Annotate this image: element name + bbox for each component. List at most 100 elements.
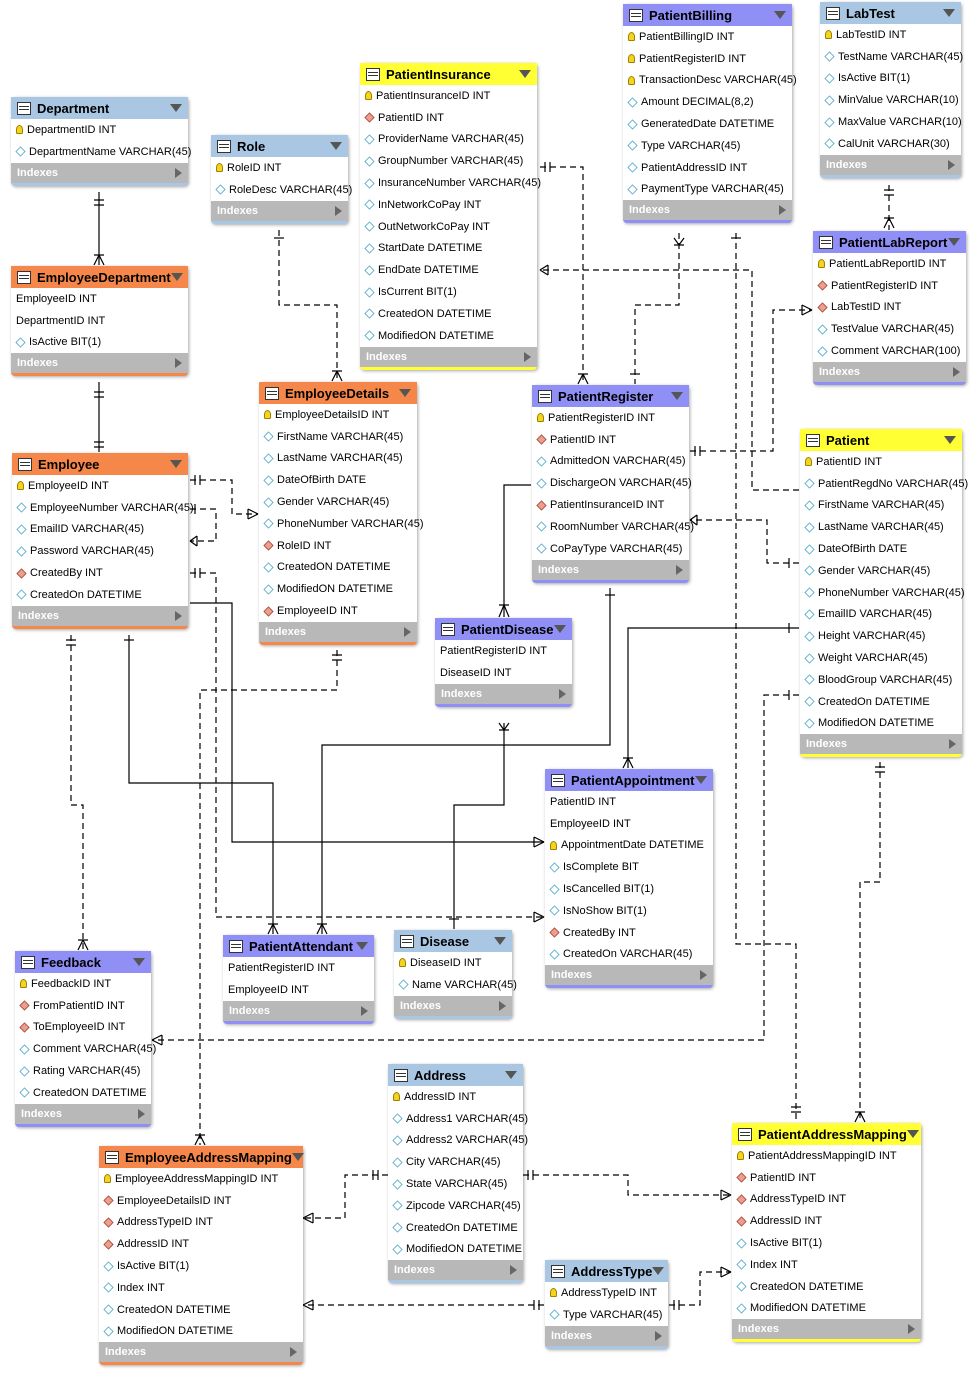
- column-row[interactable]: PatientInsuranceID INT: [532, 494, 689, 516]
- triangle-right-icon[interactable]: [290, 1347, 297, 1358]
- column-row[interactable]: Index INT: [732, 1254, 921, 1276]
- column-row[interactable]: FirstName VARCHAR(45): [800, 495, 962, 517]
- column-row[interactable]: MinValue VARCHAR(10): [820, 89, 961, 111]
- column-row[interactable]: Amount DECIMAL(8,2): [623, 91, 792, 113]
- column-row[interactable]: Comment VARCHAR(45): [15, 1038, 156, 1060]
- triangle-right-icon[interactable]: [779, 205, 786, 216]
- table-header[interactable]: EmployeeDetails: [259, 382, 417, 404]
- column-row[interactable]: IsActive BIT(1): [820, 68, 961, 90]
- column-row[interactable]: Gender VARCHAR(45): [259, 491, 417, 513]
- caret-down-icon[interactable]: [170, 104, 182, 112]
- column-row[interactable]: GroupNumber VARCHAR(45): [360, 150, 537, 172]
- column-row[interactable]: ModifiedON DATETIME: [388, 1239, 523, 1261]
- column-row[interactable]: EmployeeDetailsID INT: [99, 1190, 303, 1212]
- column-row[interactable]: IsActive BIT(1): [732, 1232, 921, 1254]
- triangle-right-icon[interactable]: [175, 167, 182, 178]
- triangle-right-icon[interactable]: [655, 1330, 662, 1341]
- column-row[interactable]: DepartmentID INT: [11, 310, 188, 332]
- indexes-section[interactable]: Indexes: [394, 995, 512, 1016]
- indexes-section[interactable]: Indexes: [545, 965, 713, 986]
- column-row[interactable]: Name VARCHAR(45): [394, 974, 517, 996]
- column-row[interactable]: AdmittedON VARCHAR(45): [532, 451, 689, 473]
- column-row[interactable]: PatientRegisterID INT: [623, 48, 792, 70]
- indexes-section[interactable]: Indexes: [15, 1103, 151, 1124]
- column-row[interactable]: EmployeeID INT: [223, 979, 374, 1001]
- indexes-section[interactable]: Indexes: [800, 734, 962, 755]
- column-row[interactable]: CreatedBy INT: [545, 922, 713, 944]
- column-row[interactable]: DepartmentID INT: [11, 119, 188, 141]
- column-row[interactable]: AddressTypeID INT: [545, 1282, 668, 1304]
- column-row[interactable]: StartDate DATETIME: [360, 238, 537, 260]
- indexes-section[interactable]: Indexes: [223, 1000, 374, 1021]
- column-row[interactable]: LabTestID INT: [820, 24, 961, 46]
- column-row[interactable]: CreatedOn DATETIME: [388, 1217, 523, 1239]
- column-row[interactable]: CreatedON DATETIME: [15, 1082, 151, 1104]
- column-row[interactable]: IsActive BIT(1): [99, 1255, 303, 1277]
- triangle-right-icon[interactable]: [949, 739, 956, 750]
- column-row[interactable]: EmployeeID INT: [12, 475, 188, 497]
- column-row[interactable]: IsCurrent BIT(1): [360, 281, 537, 303]
- column-row[interactable]: RoleID INT: [259, 535, 417, 557]
- column-row[interactable]: EmployeeID INT: [11, 288, 188, 310]
- column-row[interactable]: EmployeeDetailsID INT: [259, 404, 417, 426]
- table-header[interactable]: AddressType: [545, 1260, 668, 1282]
- column-row[interactable]: RoomNumber VARCHAR(45): [532, 516, 694, 538]
- caret-down-icon[interactable]: [774, 11, 786, 19]
- column-row[interactable]: PhoneNumber VARCHAR(45): [259, 513, 424, 535]
- column-row[interactable]: IsComplete BIT: [545, 856, 713, 878]
- triangle-right-icon[interactable]: [953, 366, 960, 377]
- table-header[interactable]: PatientDisease: [435, 618, 572, 640]
- column-row[interactable]: DateOfBirth DATE: [259, 469, 417, 491]
- triangle-right-icon[interactable]: [700, 970, 707, 981]
- indexes-section[interactable]: Indexes: [99, 1342, 303, 1363]
- column-row[interactable]: PatientAddressID INT: [623, 157, 792, 179]
- indexes-section[interactable]: Indexes: [388, 1260, 523, 1281]
- table-header[interactable]: Role: [211, 135, 348, 157]
- column-row[interactable]: EmailID VARCHAR(45): [12, 519, 188, 541]
- column-row[interactable]: ToEmployeeID INT: [15, 1017, 151, 1039]
- column-row[interactable]: PatientBillingID INT: [623, 26, 792, 48]
- column-row[interactable]: EmployeeAddressMappingID INT: [99, 1168, 303, 1190]
- column-row[interactable]: LabTestID INT: [813, 297, 966, 319]
- table-header[interactable]: Employee: [12, 453, 188, 475]
- indexes-section[interactable]: Indexes: [545, 1325, 668, 1346]
- caret-down-icon[interactable]: [519, 70, 531, 78]
- caret-down-icon[interactable]: [494, 937, 506, 945]
- caret-down-icon[interactable]: [399, 389, 411, 397]
- column-row[interactable]: PatientID INT: [800, 451, 962, 473]
- column-row[interactable]: InNetworkCoPay INT: [360, 194, 537, 216]
- caret-down-icon[interactable]: [170, 460, 182, 468]
- column-row[interactable]: DiseaseID INT: [435, 662, 572, 684]
- column-row[interactable]: FeedbackID INT: [15, 973, 151, 995]
- column-row[interactable]: PatientID INT: [545, 791, 713, 813]
- column-row[interactable]: CreatedON DATETIME: [360, 303, 537, 325]
- triangle-right-icon[interactable]: [175, 358, 182, 369]
- column-row[interactable]: AddressID INT: [388, 1086, 523, 1108]
- column-row[interactable]: RoleID INT: [211, 157, 348, 179]
- column-row[interactable]: ModifiedON DATETIME: [732, 1298, 921, 1320]
- caret-down-icon[interactable]: [133, 958, 145, 966]
- column-row[interactable]: LastName VARCHAR(45): [259, 448, 417, 470]
- triangle-right-icon[interactable]: [676, 564, 683, 575]
- caret-down-icon[interactable]: [330, 142, 342, 150]
- caret-down-icon[interactable]: [943, 9, 955, 17]
- column-row[interactable]: CreatedON DATETIME: [732, 1276, 921, 1298]
- column-row[interactable]: InsuranceNumber VARCHAR(45): [360, 172, 541, 194]
- table-header[interactable]: PatientBilling: [623, 4, 792, 26]
- column-row[interactable]: CalUnit VARCHAR(30): [820, 133, 961, 155]
- triangle-right-icon[interactable]: [175, 610, 182, 621]
- column-row[interactable]: PatientInsuranceID INT: [360, 85, 537, 107]
- column-row[interactable]: EmployeeNumber VARCHAR(45): [12, 497, 194, 519]
- indexes-section[interactable]: Indexes: [259, 621, 417, 642]
- column-row[interactable]: DiseaseID INT: [394, 952, 512, 974]
